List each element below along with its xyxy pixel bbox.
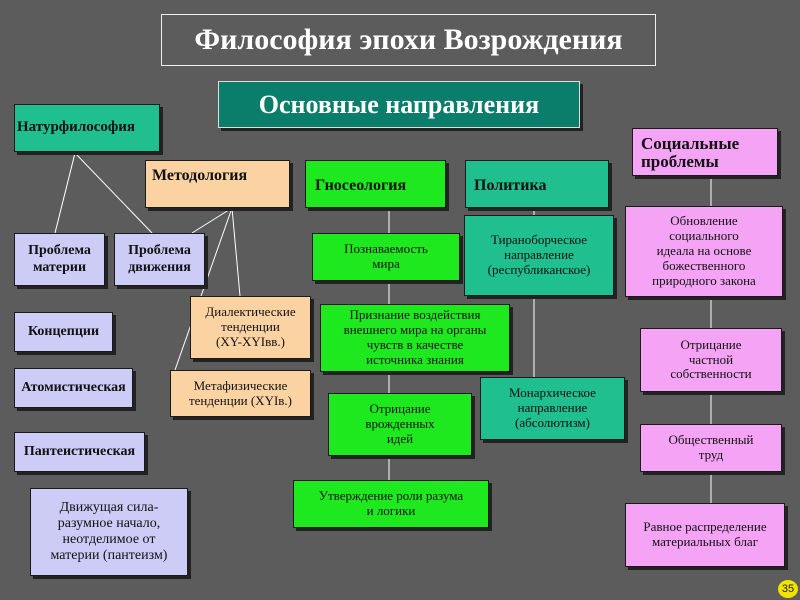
box-role-of-reason: Утверждение роли разума и логики	[293, 480, 489, 528]
page-number-badge: 35	[778, 580, 798, 598]
box-social-labor: Общественный труд	[640, 424, 782, 472]
box-denial-private-property: Отрицание частной собственности	[640, 328, 782, 392]
box-social-ideal-renewal: Обновление социального идеала на основе …	[625, 206, 783, 297]
box-tyrannicide: Тираноборческое направление (республикан…	[464, 215, 614, 296]
category-methodology: Методология	[145, 160, 290, 208]
connector-line	[74, 152, 153, 234]
category-politics: Политика	[465, 160, 609, 208]
category-gnoseology: Гносеология	[305, 160, 446, 208]
box-equal-distribution: Равное распределение материальных благ	[625, 503, 785, 567]
box-atomistic: Атомистическая	[14, 368, 133, 408]
page-title: Философия эпохи Возрождения	[161, 14, 656, 66]
box-monarchic: Монархическое направление (абсолютизм)	[480, 377, 625, 440]
connector-line	[191, 207, 233, 234]
connector-line	[174, 207, 233, 371]
connector-line	[54, 152, 76, 234]
category-social-problems: Социальные проблемы	[632, 128, 778, 176]
category-naturphilosophy: Натурфилософия	[14, 104, 160, 152]
box-denial-innate-ideas: Отрицание врожденных идей	[328, 393, 472, 456]
box-recognition-of-senses: Признание воздействия внешнего мира на о…	[320, 304, 510, 372]
box-metaphysic-tendencies: Метафизические тенденции (ХYIв.)	[170, 370, 311, 417]
box-problem-of-motion: Проблема движения	[114, 233, 205, 286]
main-directions-header: Основные направления	[218, 81, 580, 128]
box-pantheistic: Пантеистическая	[14, 432, 145, 472]
box-problem-of-matter: Проблема материи	[14, 233, 105, 286]
box-dialectic-tendencies: Диалектические тенденции (ХY-ХYIвв.)	[190, 296, 311, 359]
box-concepts: Концепции	[14, 312, 113, 352]
connector-line	[231, 207, 241, 297]
box-cognizability: Познаваемость мира	[312, 233, 460, 281]
box-driving-force: Движущая сила- разумное начало, неотдели…	[30, 488, 188, 576]
